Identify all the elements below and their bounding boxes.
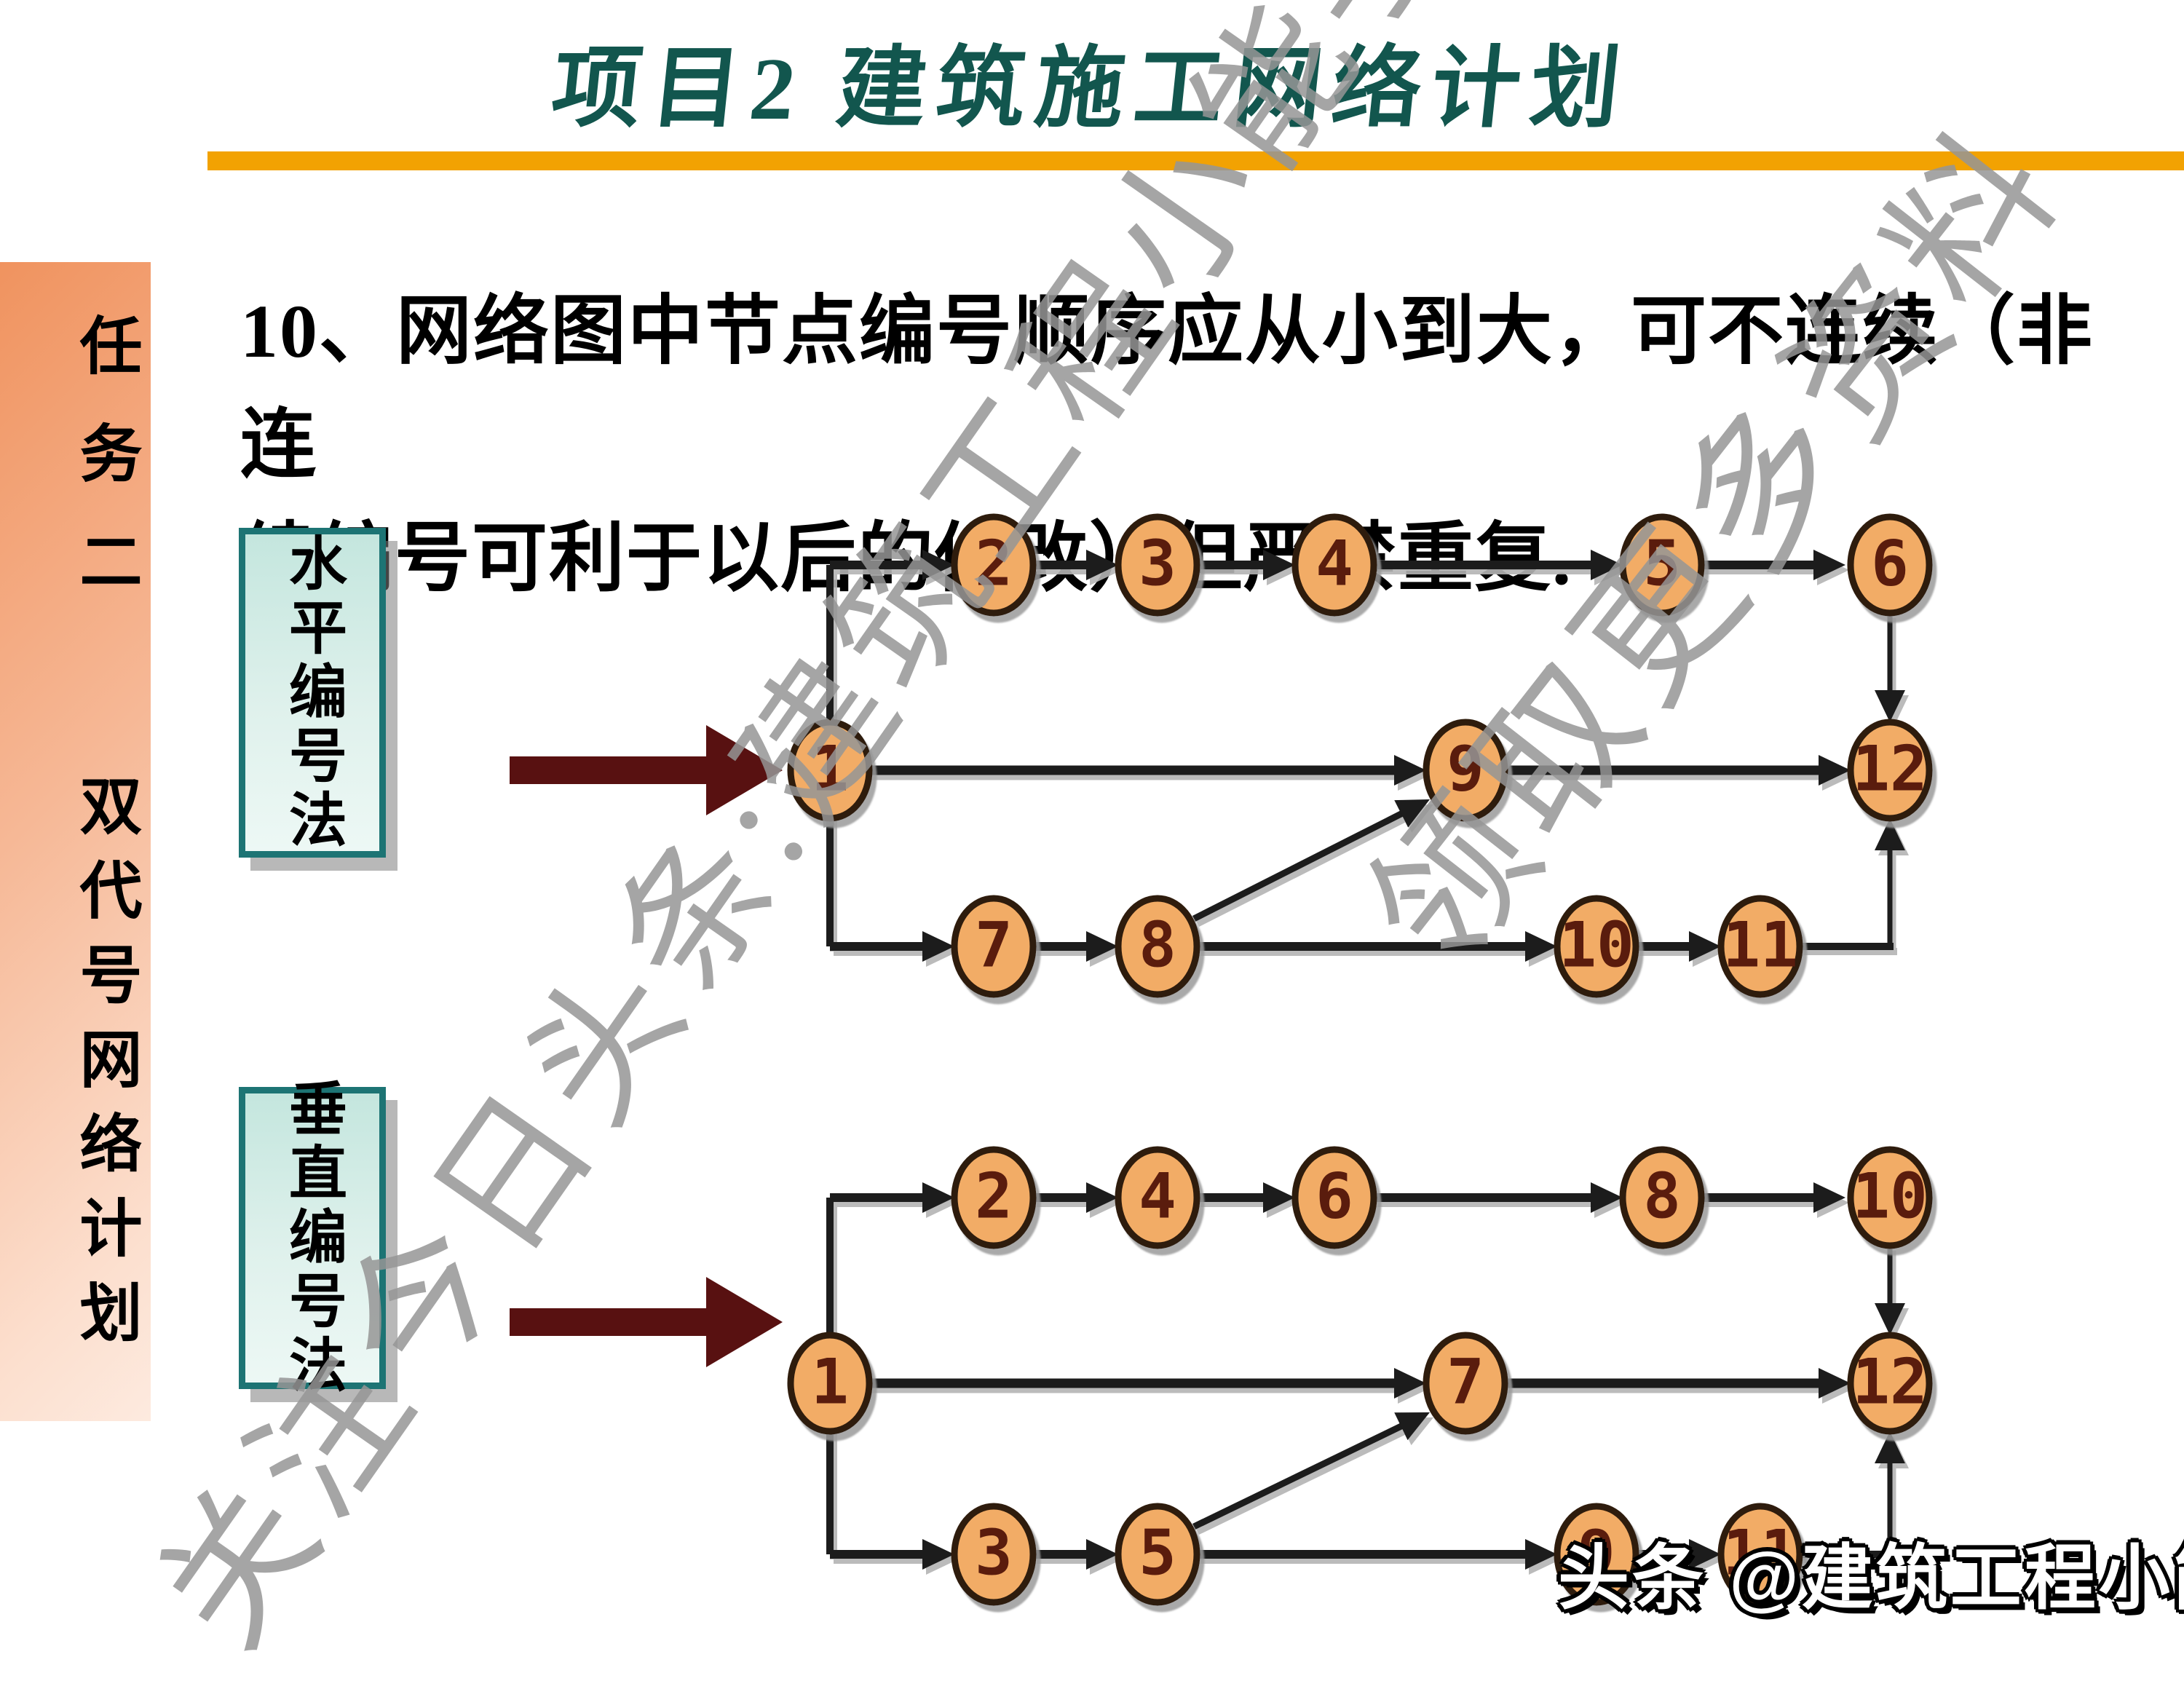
edge-arrowhead	[1394, 799, 1430, 828]
edge-arrowhead	[1875, 818, 1905, 850]
diagram-node: 11	[1717, 1503, 1803, 1606]
branding-watermark: 头条 @建筑工程小能手	[1558, 1538, 2184, 1618]
edge-arrowhead	[1394, 1412, 1430, 1441]
edge-arrowhead	[1591, 550, 1623, 580]
edge-arrowhead	[1819, 755, 1851, 786]
edge-arrowhead	[1086, 1539, 1118, 1570]
edge-arrowhead	[1689, 931, 1721, 962]
edge-arrowhead	[922, 1539, 954, 1570]
edge-arrowhead	[1086, 550, 1118, 580]
edge-arrowhead	[1875, 1431, 1905, 1463]
node-number: 4	[1139, 1160, 1176, 1233]
diagram-node: 3	[1115, 513, 1200, 617]
sidebar-task-label: 任务二	[70, 313, 140, 636]
node-number: 12	[1852, 1345, 1928, 1418]
node-number: 8	[1643, 1160, 1681, 1233]
edge-arrowhead	[1394, 1368, 1426, 1399]
diagram-node: 2	[951, 1146, 1037, 1249]
diagram-node: 6	[1847, 513, 1933, 617]
diagram-node: 11	[1717, 895, 1803, 998]
pointer-arrow	[510, 725, 783, 815]
node-number: 11	[1722, 1516, 1798, 1589]
body-line-1: 10、网络图中节点编号顺序应从小到大，可不连续（非连	[240, 290, 2094, 487]
diagram-node: 10	[1554, 895, 1639, 998]
diagram-node: 2	[951, 513, 1037, 617]
node-number: 9	[1578, 1516, 1615, 1589]
edge-arrowhead	[1263, 1182, 1295, 1213]
node-number: 11	[1722, 909, 1798, 981]
sidebar-topic-label: 双代号网络计划	[70, 773, 140, 1364]
edge-arrowhead	[1086, 1182, 1118, 1213]
diagram-node: 4	[1291, 513, 1377, 617]
edge-arrowhead	[922, 931, 954, 962]
node-number: 7	[975, 909, 1013, 981]
edge-arrowhead	[1525, 1539, 1557, 1570]
node-number: 2	[975, 527, 1013, 600]
edge-line	[1192, 810, 1406, 922]
diagram-node: 1	[787, 1332, 873, 1435]
diagram-node: 4	[1115, 1146, 1200, 1249]
node-number: 2	[975, 1160, 1013, 1233]
diagram-node: 12	[1847, 719, 1933, 822]
diagram-node: 8	[1115, 895, 1200, 998]
edge-arrowhead	[1525, 931, 1557, 962]
edge-arrowhead	[1875, 1303, 1905, 1335]
label-vertical-numbering: 垂直编号法	[280, 1077, 344, 1399]
accent-bar	[207, 151, 2184, 170]
label-box-vertical-numbering: 垂直编号法	[239, 1078, 386, 1399]
edge-line	[1192, 1422, 1405, 1530]
diagram-node: 12	[1847, 1332, 1933, 1435]
node-number: 5	[1139, 1516, 1176, 1589]
node-number: 8	[1139, 909, 1176, 981]
edge-arrowhead	[1813, 550, 1845, 580]
diagram-edges	[826, 550, 1905, 1570]
diagram-node: 8	[1619, 1146, 1705, 1249]
node-number: 10	[1559, 909, 1634, 981]
diagram-node: 7	[1423, 1332, 1508, 1435]
node-number: 3	[1139, 527, 1176, 600]
edge-arrowhead	[922, 1182, 954, 1213]
label-horizontal-numbering: 水平编号法	[280, 532, 344, 853]
edge-arrowhead	[1263, 550, 1295, 580]
edge-arrowhead	[1813, 1182, 1845, 1213]
pointer-arrow	[510, 1277, 783, 1367]
diagram-node: 9	[1423, 719, 1508, 822]
node-number: 5	[1643, 527, 1681, 600]
diagram-node: 6	[1291, 1146, 1377, 1249]
pointer-arrows	[510, 725, 783, 1367]
diagram-node: 7	[951, 895, 1037, 998]
edge-arrowhead	[1086, 931, 1118, 962]
node-number: 12	[1852, 732, 1928, 805]
label-box-horizontal-numbering: 水平编号法	[239, 528, 386, 858]
node-number: 1	[811, 732, 849, 805]
diagram-node: 5	[1619, 513, 1705, 617]
sidebar	[0, 262, 151, 1421]
node-number: 4	[1315, 527, 1353, 600]
node-number: 9	[1447, 732, 1484, 805]
edge-arrowhead	[922, 550, 954, 580]
node-number: 3	[975, 1516, 1013, 1589]
diagram-node: 5	[1115, 1503, 1200, 1606]
diagram-node: 1	[787, 719, 873, 822]
diagram-node: 10	[1847, 1146, 1933, 1249]
edge-arrowhead	[1689, 1539, 1721, 1570]
edge-arrowhead	[1819, 1368, 1851, 1399]
diagram-node: 9	[1554, 1503, 1639, 1606]
node-number: 6	[1315, 1160, 1353, 1233]
node-number: 1	[811, 1345, 849, 1418]
node-number: 10	[1852, 1160, 1928, 1233]
node-number: 6	[1871, 527, 1909, 600]
edge-arrowhead	[1394, 755, 1426, 786]
edge-arrowhead	[1591, 1182, 1623, 1213]
edge-arrowhead	[1875, 690, 1905, 722]
node-number: 7	[1447, 1345, 1484, 1418]
diagram-node: 3	[951, 1503, 1037, 1606]
